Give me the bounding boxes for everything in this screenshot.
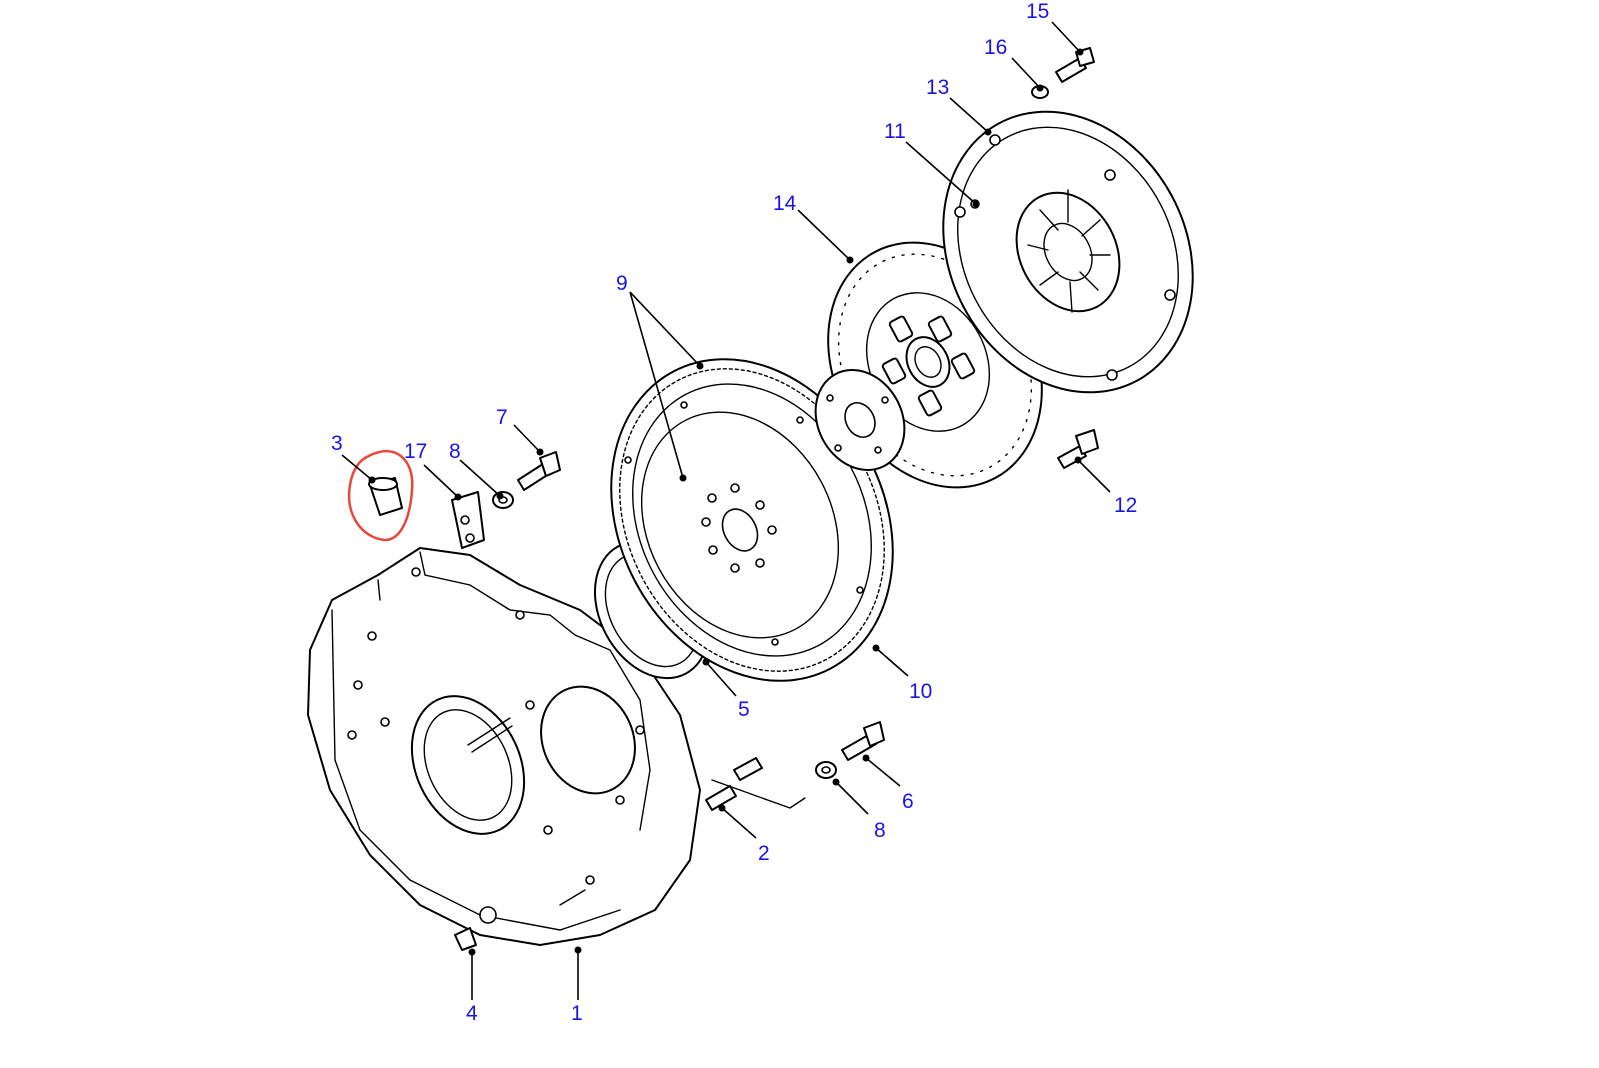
callout-15: 15 bbox=[1026, 0, 1049, 23]
callout-labels: 15 16 13 11 14 9 7 3 17 8 12 10 5 6 8 2 … bbox=[331, 0, 1137, 1025]
part-8-washer-lower bbox=[815, 761, 837, 779]
part-17-bracket bbox=[451, 491, 485, 549]
callout-4: 4 bbox=[466, 1002, 478, 1025]
part-6-bolt bbox=[841, 721, 885, 761]
highlight-circle bbox=[347, 450, 414, 542]
callout-3: 3 bbox=[331, 432, 343, 455]
part-12-plate bbox=[814, 369, 906, 471]
part-7-bolt bbox=[517, 451, 561, 491]
part-1-flywheel-housing bbox=[307, 547, 701, 946]
callout-10: 10 bbox=[909, 680, 932, 703]
callout-8-upper: 8 bbox=[449, 440, 461, 463]
callout-11: 11 bbox=[884, 120, 906, 143]
callout-17: 17 bbox=[404, 440, 427, 463]
callout-14: 14 bbox=[773, 192, 797, 215]
callout-5: 5 bbox=[738, 698, 750, 721]
part-15-bolt bbox=[1055, 47, 1095, 83]
callout-7: 7 bbox=[496, 406, 508, 429]
part-12-bolt bbox=[1057, 429, 1099, 469]
callout-16: 16 bbox=[984, 36, 1007, 59]
part-13-pressure-plate bbox=[942, 110, 1194, 394]
callout-6: 6 bbox=[902, 790, 914, 813]
part-3-plug bbox=[368, 477, 403, 516]
callout-2: 2 bbox=[758, 842, 770, 865]
callout-9: 9 bbox=[616, 272, 628, 295]
callout-12: 12 bbox=[1114, 494, 1137, 517]
leader-lines bbox=[341, 21, 1111, 1000]
callout-13: 13 bbox=[926, 76, 949, 99]
callout-8-lower: 8 bbox=[874, 819, 886, 842]
part-2-studs bbox=[705, 757, 806, 811]
part-4-plug bbox=[454, 927, 477, 951]
callout-1: 1 bbox=[571, 1002, 583, 1025]
